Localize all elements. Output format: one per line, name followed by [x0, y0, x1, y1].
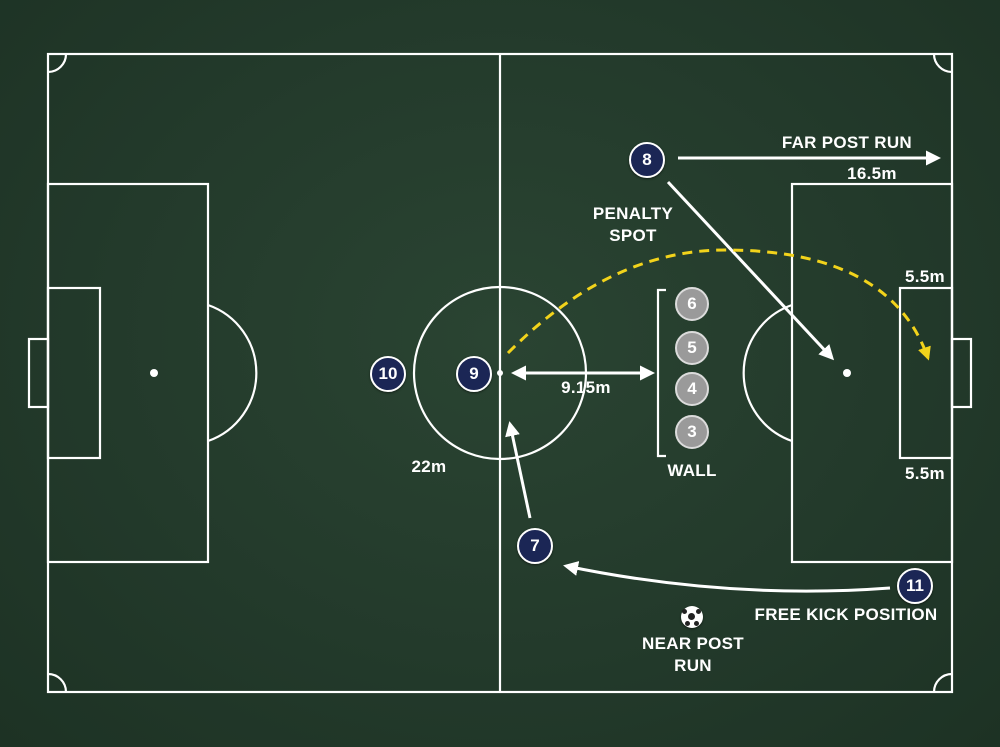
corner-arc-br: [932, 672, 953, 693]
wall-player-3[interactable]: 3: [675, 415, 709, 449]
distance-5-5-bottom-label: 5.5m: [905, 464, 945, 483]
left-penalty-area: [46, 182, 210, 564]
player-11[interactable]: 11: [897, 568, 933, 604]
left-goal: [27, 337, 50, 409]
wall-player-4[interactable]: 4: [675, 372, 709, 406]
penalty-spot-label-line1: PENALTY: [592, 204, 674, 223]
right-goal: [950, 337, 973, 409]
near-post-run-arrow: [563, 561, 891, 593]
player-7-run-arrow: [505, 421, 532, 519]
player-8[interactable]: 8: [629, 142, 665, 178]
distance-22-label: 22m: [411, 457, 447, 476]
left-penalty-arc: [207, 303, 258, 443]
centre-spot: [497, 370, 503, 376]
player-7[interactable]: 7: [517, 528, 553, 564]
player-10[interactable]: 10: [370, 356, 406, 392]
player-9[interactable]: 9: [456, 356, 492, 392]
right-penalty-area: [790, 182, 954, 564]
wall-label: WALL: [667, 461, 717, 480]
right-penalty-spot: [843, 369, 851, 377]
left-penalty-spot: [150, 369, 158, 377]
wall-player-5[interactable]: 5: [675, 331, 709, 365]
cross-path-arrow: [506, 248, 931, 361]
free-kick-position-label: FREE KICK POSITION: [754, 605, 938, 624]
right-penalty-arc: [742, 303, 793, 443]
near-post-run-label-line2: RUN: [674, 656, 712, 675]
wall-bracket: [656, 288, 666, 458]
corner-arc-tl: [47, 53, 68, 74]
corner-arc-bl: [47, 672, 68, 693]
soccer-ball-icon[interactable]: [681, 606, 703, 628]
distance-9-15-label: 9.15m: [561, 378, 611, 397]
wall-player-6[interactable]: 6: [675, 287, 709, 321]
distance-16-5-label: 16.5m: [847, 164, 897, 183]
far-post-run-label: FAR POST RUN: [781, 133, 912, 152]
player-8-run-arrow: [666, 180, 835, 361]
penalty-spot-label-line2: SPOT: [609, 226, 657, 245]
near-post-run-label-line1: NEAR POST: [642, 634, 744, 653]
distance-5-5-top-label: 5.5m: [905, 267, 945, 286]
corner-arc-tr: [932, 53, 953, 74]
left-goal-area: [46, 286, 102, 460]
right-goal-area: [898, 286, 954, 460]
